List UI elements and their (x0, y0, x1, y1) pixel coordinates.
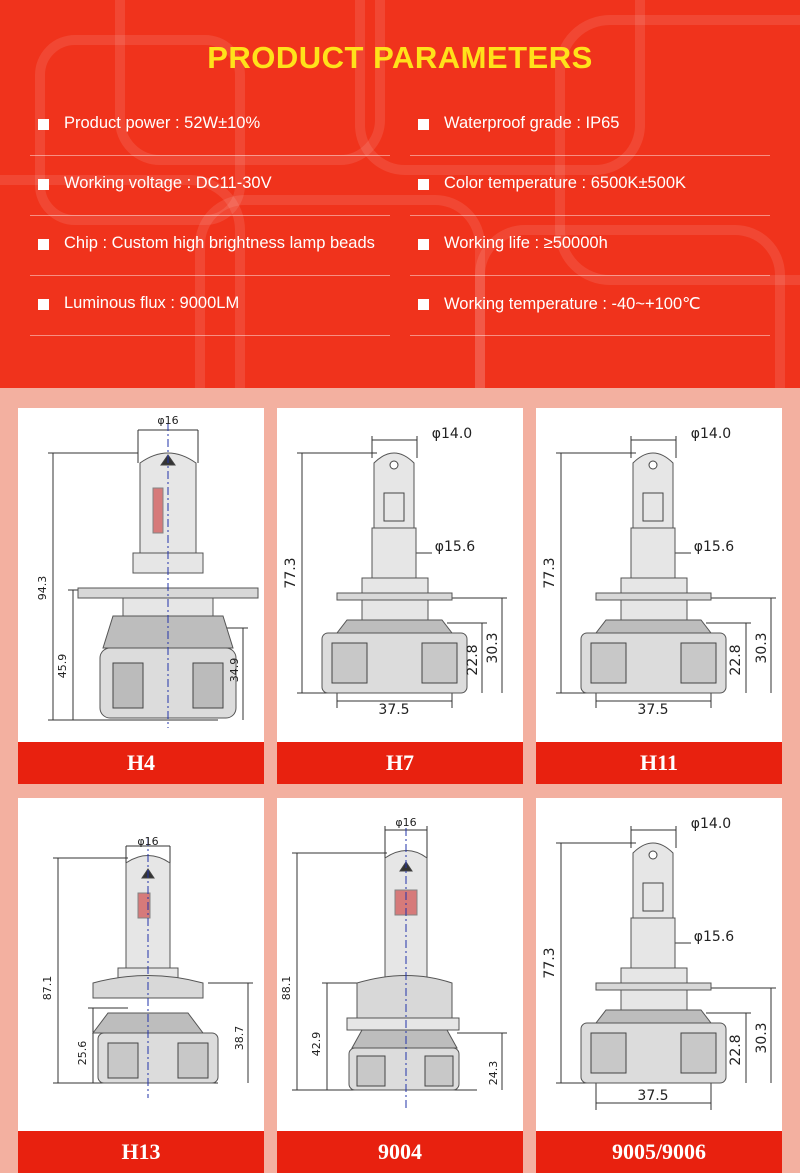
dim-height: 87.1 (41, 976, 54, 1001)
dim-mid: 25.6 (76, 1041, 89, 1066)
square-bullet-icon (418, 299, 429, 310)
dim-base: 22.8 (728, 1034, 744, 1065)
square-bullet-icon (418, 119, 429, 130)
dim-width: 37.5 (378, 702, 409, 718)
square-bullet-icon (38, 239, 49, 250)
dim-top: φ16 (157, 414, 178, 427)
square-bullet-icon (38, 299, 49, 310)
bulb-label: 9004 (277, 1131, 523, 1173)
bulb-label: H11 (536, 742, 782, 784)
bulb-card-h11: φ14.0 φ15.6 77.3 37.5 22.8 30.3 H11 (536, 408, 782, 784)
dim-top: φ16 (395, 816, 416, 829)
dim-mid: 30.3 (754, 632, 770, 663)
square-bullet-icon (38, 119, 49, 130)
bulb-diagram-9005-9006: φ14.0 φ15.6 77.3 37.5 22.8 30.3 (542, 816, 776, 1110)
header-banner: PRODUCT PARAMETERS Product power : 52W±1… (0, 0, 800, 388)
dim-top: φ14.0 (691, 426, 731, 442)
dim-height: 77.3 (283, 557, 299, 588)
bulb-diagram-9004: φ16 88.1 42.9 24.3 (280, 816, 507, 1108)
dim-mid: 30.3 (754, 1022, 770, 1053)
bulb-card-h7: φ14.0 φ15.6 77.3 37.5 22.8 30.3 H7 (277, 408, 523, 784)
dim-width: 37.5 (637, 702, 668, 718)
dim-top: φ14.0 (432, 426, 472, 442)
bulb-card-9005-9006: φ14.0 φ15.6 77.3 37.5 22.8 30.3 9005/900… (536, 798, 782, 1173)
bulb-label: H4 (18, 742, 264, 784)
dim-base: 22.8 (728, 644, 744, 675)
param-chip: Chip : Custom high brightness lamp beads (30, 216, 390, 276)
background-pattern (0, 0, 800, 388)
param-working-life: Working life : ≥50000h (410, 216, 770, 276)
dim-height: 77.3 (542, 557, 558, 588)
param-product-power: Product power : 52W±10% (30, 96, 390, 156)
bulb-diagram-h11: φ14.0 φ15.6 77.3 37.5 22.8 30.3 (542, 426, 776, 718)
square-bullet-icon (38, 179, 49, 190)
bulb-card-h4: φ16 94.3 45.9 34.9 H4 (18, 408, 264, 784)
bulb-label: 9005/9006 (536, 1131, 782, 1173)
dim-neck: φ15.6 (694, 929, 735, 945)
param-waterproof-grade: Waterproof grade : IP65 (410, 96, 770, 156)
dim-height: 94.3 (36, 576, 49, 601)
bulb-card-h13: φ16 87.1 25.6 38.7 H13 (18, 798, 264, 1173)
dim-height: 88.1 (280, 976, 293, 1001)
dim-top: φ14.0 (691, 816, 731, 832)
dim-height: 77.3 (542, 947, 558, 978)
dim-neck: φ15.6 (694, 539, 735, 555)
dim-width: 37.5 (637, 1088, 668, 1104)
bulb-diagram-h7: φ14.0 φ15.6 77.3 37.5 22.8 30.3 (283, 426, 507, 718)
param-luminous-flux: Luminous flux : 9000LM (30, 276, 390, 336)
square-bullet-icon (418, 239, 429, 250)
dim-top: φ16 (137, 835, 158, 848)
dim-base: 38.7 (233, 1026, 246, 1051)
dim-mid: 42.9 (310, 1032, 323, 1057)
bulb-diagram-h4: φ16 94.3 45.9 34.9 (36, 414, 259, 728)
square-bullet-icon (418, 179, 429, 190)
dim-base: 24.3 (487, 1061, 500, 1086)
page-title: PRODUCT PARAMETERS (207, 40, 593, 75)
param-color-temperature: Color temperature : 6500K±500K (410, 156, 770, 216)
bulb-label: H13 (18, 1131, 264, 1173)
dim-mid: 45.9 (56, 654, 69, 679)
bulb-diagram-h13: φ16 87.1 25.6 38.7 (41, 835, 253, 1098)
param-working-voltage: Working voltage : DC11-30V (30, 156, 390, 216)
bulb-label: H7 (277, 742, 523, 784)
dim-mid: 30.3 (485, 632, 501, 663)
dim-base: 22.8 (465, 644, 481, 675)
dim-base: 34.9 (228, 658, 241, 683)
dim-neck: φ15.6 (435, 539, 476, 555)
bulb-card-9004: φ16 88.1 42.9 24.3 9004 (277, 798, 523, 1173)
param-working-temperature: Working temperature : -40~+100℃ (410, 276, 770, 336)
